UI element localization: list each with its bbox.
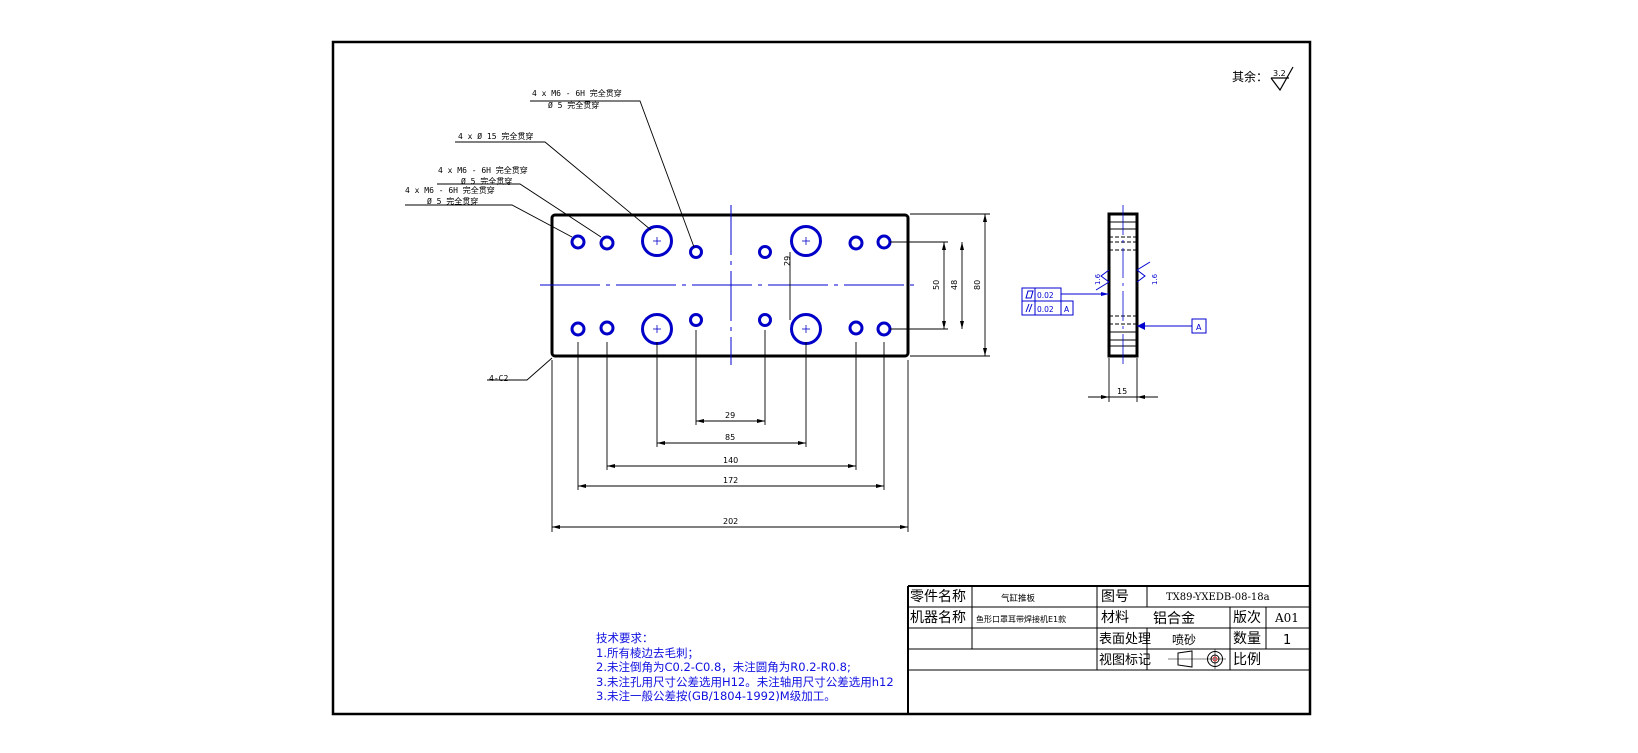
datum-label: A: [1196, 323, 1202, 332]
hole: [570, 321, 586, 337]
hole: [758, 245, 772, 259]
hole: [876, 234, 892, 250]
title-block: [907, 585, 1310, 714]
front-view: 4 x M6 - 6H 完全贯穿 Ø 5 完全贯穿 4 x Ø 15 完全贯穿 …: [405, 88, 990, 532]
version-value: A01: [1274, 611, 1299, 625]
part-name-value: 气缸推板: [1001, 593, 1036, 604]
dim-172: 172: [723, 476, 738, 485]
side-roughness-right: 1.6: [1151, 273, 1159, 285]
surface-label: 表面处理: [1099, 632, 1151, 647]
version-label: 版次: [1233, 610, 1261, 626]
vertical-dimensions: [789, 213, 990, 357]
hole: [848, 235, 864, 251]
hole: [689, 313, 703, 327]
projection-symbol-icon: [1168, 649, 1226, 669]
scale-label: 比例: [1233, 652, 1261, 668]
machine-name-label: 机器名称: [910, 610, 966, 626]
side-roughness-marks: [1095, 261, 1151, 291]
side-roughness-left: 1.6: [1094, 273, 1102, 285]
callout-1-line1: 4 x M6 - 6H 完全贯穿: [532, 88, 622, 98]
dim-arrow: [1101, 395, 1109, 399]
hole: [599, 235, 615, 251]
side-view: 1.6 1.6 0.02 0.02 A A 15: [1021, 205, 1207, 402]
flatness-arrow: [1101, 292, 1109, 296]
callout-leaders: [405, 100, 695, 381]
side-width-dim: [1088, 358, 1158, 402]
roughness-symbol: [1270, 66, 1294, 92]
machine-name-value: 鱼形口罩耳带焊接机E1款: [976, 614, 1066, 624]
callout-1-line2: Ø 5 完全贯穿: [548, 100, 599, 110]
dim-29-vertical: 29: [783, 256, 792, 266]
chamfer-label: 4-C2: [489, 374, 508, 383]
hole: [570, 234, 586, 250]
dim-arrow: [1137, 395, 1145, 399]
hole: [758, 313, 772, 327]
roughness-label: 其余：: [1232, 69, 1268, 84]
datum-box: [1191, 318, 1207, 334]
material-label: 材料: [1101, 610, 1129, 626]
tech-note-line: 3.未注孔用尺寸公差选用H12。未注轴用尺寸公差选用h12: [596, 674, 894, 689]
hole-large: [790, 225, 822, 257]
flatness-value: 0.02: [1037, 291, 1054, 300]
material-value: 铝合金: [1153, 611, 1195, 627]
dim-202: 202: [723, 517, 738, 526]
roughness-note: 其余： 3.2: [1232, 66, 1294, 92]
dim-80: 80: [973, 280, 982, 290]
hole: [848, 320, 864, 336]
hole-center-marks: [653, 237, 810, 333]
callout-4-line2: Ø 5 完全贯穿: [427, 196, 478, 206]
parallelism-value: 0.02: [1037, 305, 1054, 314]
callout-4-line1: 4 x M6 - 6H 完全贯穿: [405, 185, 495, 195]
dimension-arrows: [552, 214, 987, 529]
dim-48: 48: [950, 280, 959, 290]
drawing-no-value: TX89-YXEDB-08-18a: [1166, 592, 1270, 603]
dim-140: 140: [723, 456, 738, 465]
callout-3-line1: 4 x M6 - 6H 完全贯穿: [438, 165, 528, 175]
hole: [599, 320, 615, 336]
dim-85: 85: [725, 433, 735, 442]
tolerance-frames: [1021, 287, 1109, 316]
qty-value: 1: [1283, 633, 1291, 648]
qty-label: 数量: [1233, 631, 1261, 647]
dim-50: 50: [932, 280, 941, 290]
tech-note-line: 2.未注倒角为C0.2-C0.8，未注圆角为R0.2-R0.8;: [596, 660, 851, 674]
tech-note-line: 3.未注一般公差按(GB/1804-1992)M级加工。: [596, 689, 836, 703]
hole: [876, 321, 892, 337]
roughness-value: 3.2: [1273, 69, 1286, 78]
callout-3-line2: Ø 5 完全贯穿: [461, 176, 512, 186]
drawing-no-label: 图号: [1101, 589, 1129, 605]
surface-value: 喷砂: [1172, 633, 1196, 647]
hole: [689, 245, 703, 259]
view-label: 视图标记: [1099, 653, 1151, 668]
drawing-frame: [331, 40, 1312, 716]
dim-15: 15: [1117, 387, 1127, 396]
projection-symbol-red: [1212, 656, 1218, 662]
hole-large: [641, 225, 673, 257]
part-name-label: 零件名称: [910, 589, 966, 605]
callout-2-line1: 4 x Ø 15 完全贯穿: [458, 131, 533, 141]
horizontal-dimensions: [551, 330, 909, 532]
parallelism-datum-ref: A: [1064, 305, 1070, 314]
tech-notes-title: 技术要求：: [596, 631, 654, 645]
technical-requirements: 技术要求： 1.所有棱边去毛刺； 2.未注倒角为C0.2-C0.8，未注圆角为R…: [596, 631, 894, 704]
tech-note-line: 1.所有棱边去毛刺；: [596, 645, 699, 660]
datum-triangle: [1137, 322, 1145, 330]
dim-29-horizontal: 29: [725, 411, 735, 420]
